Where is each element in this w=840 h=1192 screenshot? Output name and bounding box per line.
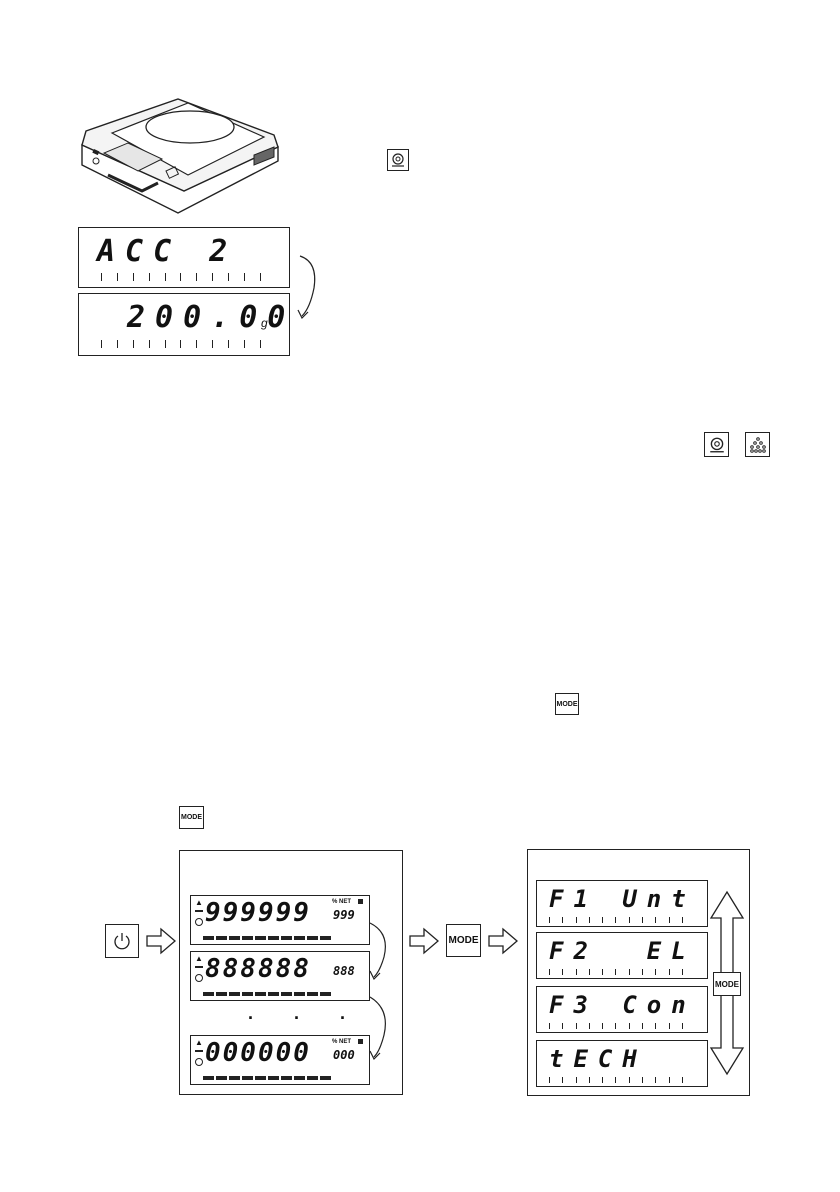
right-arrow-icon (146, 927, 176, 955)
menu-item-text: F3 Con (549, 991, 696, 1019)
menu-lcd-row: F2 EL (536, 932, 708, 979)
stable-icon (195, 1058, 203, 1066)
stable-icon (195, 974, 203, 982)
lcd-ticks (101, 340, 261, 348)
zero-key-icon (704, 432, 729, 457)
lcd-ticks (549, 969, 683, 975)
test-lcd-row: ▲ 999999 % NET 999 (190, 895, 370, 945)
lcd-text: ACC 2 (97, 234, 238, 269)
zero-target-icon (392, 153, 404, 167)
power-on-test-panel: ▲ 999999 % NET 999 ▲ 888888 888 . . . ▲ … (179, 850, 403, 1095)
curved-arrow-icon (369, 996, 386, 1061)
menu-item-text: tECH (549, 1045, 647, 1073)
lcd-digits: 888888 (205, 954, 311, 984)
lock-icon (358, 899, 363, 904)
lcd-ticks (549, 1077, 683, 1083)
lcd-text: 200.00 (127, 300, 296, 335)
tare-icon: ▲ (195, 898, 203, 907)
segment-bar (203, 992, 331, 996)
indicator-text: % NET (332, 1039, 352, 1045)
menu-item-text: F2 EL (549, 937, 696, 965)
lcd-ticks (549, 917, 683, 923)
lcd-digits: 999999 (205, 898, 311, 928)
unit-label: g (261, 316, 268, 330)
right-arrow-icon (488, 927, 518, 955)
minus-sign (195, 966, 203, 968)
lcd-small-digits: 000 (333, 1048, 355, 1062)
mode-key-label: MODE (448, 935, 479, 946)
mode-key-label: MODE (715, 979, 739, 989)
function-menu-panel: F1 Unt F2 EL F3 Con tECH MODE (527, 849, 750, 1096)
power-icon (114, 933, 130, 950)
lcd-small-digits: 888 (333, 964, 355, 978)
lcd-small-digits: 999 (333, 908, 355, 922)
lcd-digits: 000000 (205, 1038, 311, 1068)
right-arrow-icon (409, 927, 439, 955)
menu-lcd-row: F3 Con (536, 986, 708, 1033)
counting-dots-icon (749, 436, 766, 453)
power-key-icon (105, 924, 139, 958)
mode-key-icon: MODE (713, 972, 741, 996)
test-lcd-row: ▲ 888888 888 (190, 951, 370, 1001)
mode-key-label: MODE (181, 814, 202, 821)
mode-key-icon: MODE (446, 924, 481, 957)
zero-target-icon (709, 437, 724, 452)
minus-sign (195, 910, 203, 912)
mode-key-label: MODE (556, 700, 578, 708)
stable-icon (195, 918, 203, 926)
menu-lcd-row: tECH (536, 1040, 708, 1087)
scale-illustration (81, 98, 279, 214)
test-lcd-row: ▲ 000000 % NET 000 (190, 1035, 370, 1085)
menu-item-text: F1 Unt (549, 885, 696, 913)
lcd-display-weight: 200.00 g (78, 293, 290, 356)
curved-arrow-icon (297, 255, 316, 320)
segment-bar (203, 936, 331, 940)
menu-lcd-row: F1 Unt (536, 880, 708, 927)
ellipsis: . . . (248, 1003, 364, 1023)
mode-key-icon: MODE (179, 806, 204, 829)
lock-icon (358, 1039, 363, 1044)
lcd-display-acc: ACC 2 (78, 227, 290, 288)
curved-arrow-icon (369, 922, 386, 981)
indicator-text: % NET (332, 899, 352, 905)
counting-key-icon (745, 432, 770, 457)
minus-sign (195, 1050, 203, 1052)
zero-key-icon (387, 149, 409, 171)
mode-key-icon: MODE (555, 693, 579, 715)
lcd-ticks (101, 273, 261, 281)
segment-bar (203, 1076, 331, 1080)
tare-icon: ▲ (195, 954, 203, 963)
tare-icon: ▲ (195, 1038, 203, 1047)
lcd-ticks (549, 1023, 683, 1029)
